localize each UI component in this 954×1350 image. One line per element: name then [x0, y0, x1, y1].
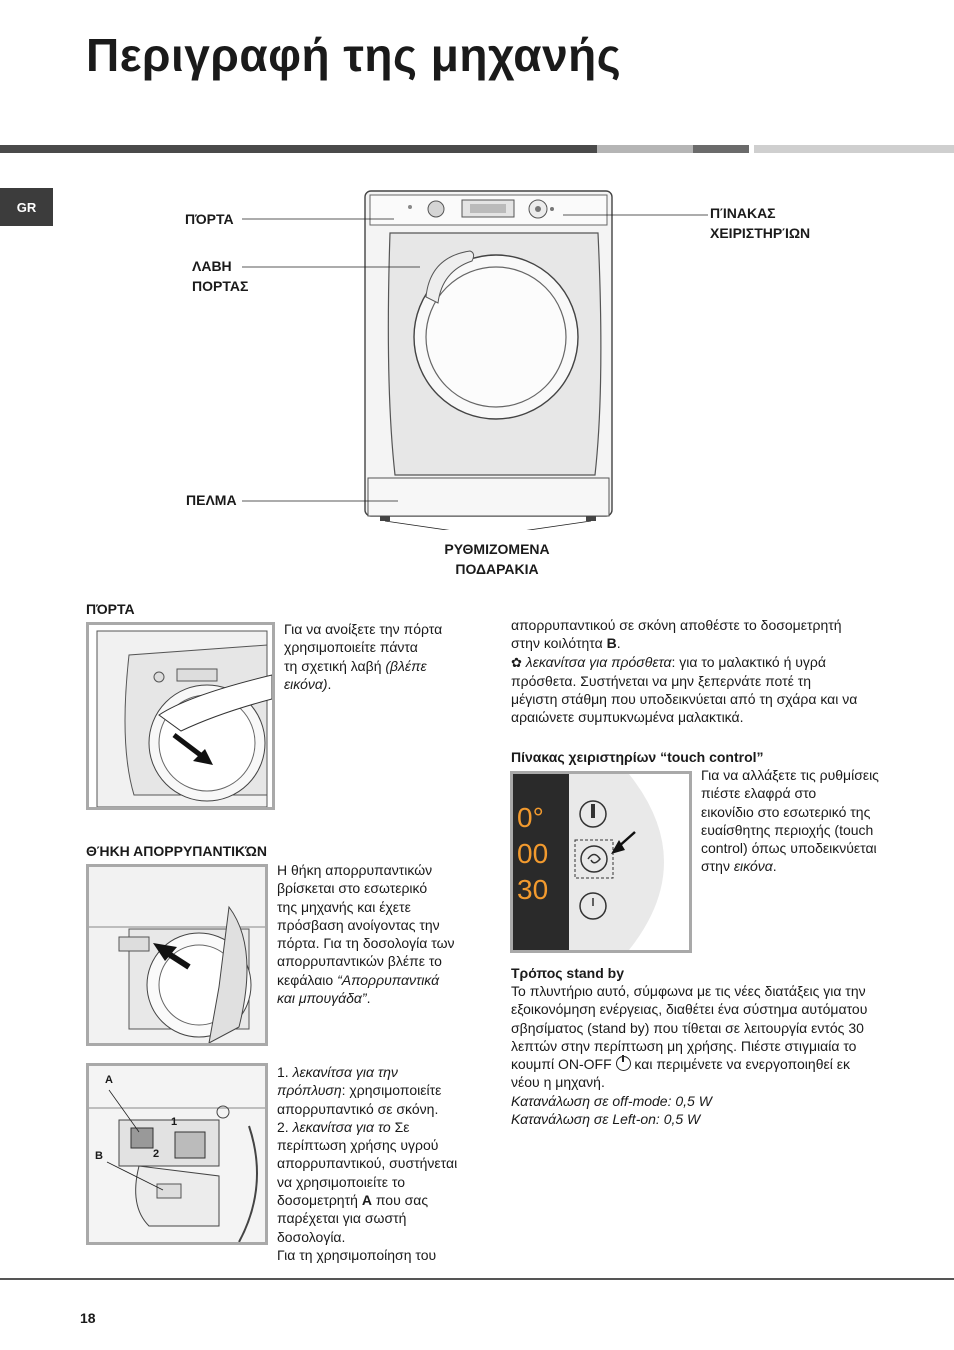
standby-heading: Τρόπος stand by: [511, 965, 624, 981]
touch-display-1: 0°: [517, 802, 544, 833]
standby-line6: νέου η μηχανή.: [511, 1074, 605, 1091]
standby-consumption-off: Κατανάλωση σε off-mode: 0,5 W: [511, 1092, 712, 1109]
drawer-text-line2: βρίσκεται στο εσωτερικό: [277, 880, 428, 897]
drawer-heading: ΘΉΚΗ ΑΠΟΡΡΥΠΑΝΤΙΚΏΝ: [86, 843, 268, 859]
label-plinth: ΠΕΛΜΑ: [186, 492, 237, 508]
label-handle: ΛΑΒΗ ΠΟΡΤΑΣ: [192, 256, 248, 296]
col2-line3: ✿ λεκανίτσα για πρόσθετα: για το μαλακτι…: [511, 653, 826, 670]
comp-line7: να χρησιμοποιείτε το: [277, 1173, 405, 1190]
drawer-text-line7: κεφάλαιο “Απορρυπαντικά: [277, 971, 440, 988]
fig-label-a: A: [105, 1074, 113, 1086]
header-bar-dark: [0, 145, 597, 153]
touch-display-panel: [513, 774, 573, 950]
standby-consumption-left: Κατανάλωση σε Left-on: 0,5 W: [511, 1111, 701, 1128]
touch-line6: στην εικόνα.: [701, 858, 777, 875]
label-handle-line1: ΛΑΒΗ: [192, 258, 232, 274]
comp-line1: 1. λεκανίτσα για την: [277, 1064, 398, 1080]
label-feet-line2: ΠΟΔΑΡΑΚΙΑ: [455, 561, 539, 577]
header-bar-light: [597, 145, 693, 153]
standby-line3: σβησίματος (stand by) που τίθεται σε λει…: [511, 1019, 864, 1036]
language-tab: GR: [0, 188, 53, 226]
door-illustration: [96, 630, 272, 807]
drawer-text-line5: πόρτα. Για τη δοσολογία των: [277, 935, 455, 952]
comp-line10: δοσολογία.: [277, 1228, 346, 1245]
touch-line1: Για να αλλάξετε τις ρυθμίσεις: [701, 767, 879, 783]
door-text-line2: χρησιμοποιείτε πάντα: [284, 639, 418, 656]
touch-line3: εικονίδιο στο εσωτερικό της: [701, 803, 871, 820]
fig-label-1: 1: [171, 1116, 178, 1128]
header-bar-end: [754, 145, 954, 153]
washing-machine-diagram: [242, 190, 708, 530]
touch-text: Για να αλλάξετε τις ρυθμίσεις πιέστε ελα…: [701, 766, 906, 876]
comp-line2: πρόπλυση: χρησιμοποιείτε: [277, 1082, 442, 1099]
comp-line11: Για τη χρησιμοποίηση του: [277, 1246, 437, 1263]
door-text: Για να ανοίξετε την πόρτα χρησιμοποιείτε…: [284, 620, 484, 693]
label-control-panel: ΠΊΝΑΚΑΣ ΧΕΙΡΙΣΤΗΡΊΩΝ: [710, 203, 810, 243]
door-figure: [86, 622, 275, 810]
standby-line5: κουμπί ON-OFF και περιμένετε να ενεργοπο…: [511, 1055, 850, 1073]
door-text-line4: εικόνα).: [284, 675, 332, 692]
drawer-text-line8: και μπουγάδα”.: [277, 990, 371, 1007]
comp-line5: περίπτωση χρήσης υγρού: [277, 1137, 439, 1154]
col2-line5: μέγιστη στάθμη που υποδεικνύεται από τη …: [511, 691, 858, 708]
standby-line2: εξοικονόμηση ενέργειας, διαθέτει ένα σύσ…: [511, 1001, 868, 1018]
col2-line1: απορρυπαντικού σε σκόνη αποθέστε το δοσο…: [511, 617, 842, 633]
door-heading: ΠΌΡΤΑ: [86, 601, 135, 617]
drawer-text: Η θήκη απορρυπαντικών βρίσκεται στο εσωτ…: [277, 861, 482, 1007]
comp-line8: δοσομετρητή A που σας: [277, 1192, 429, 1209]
label-panel-line2: ΧΕΙΡΙΣΤΗΡΊΩΝ: [710, 225, 811, 241]
header-bar-mid: [693, 145, 749, 153]
drawer-text-line6: απορρυπαντικών βλέπε το: [277, 953, 442, 970]
touch-line5: control) όπως υποδεικνύεται: [701, 840, 877, 857]
label-feet: ΡΥΘΜΙΖΟΜΕΝΑ ΠΟΔΑΡΑΚΙΑ: [438, 539, 556, 579]
fig-label-2: 2: [153, 1148, 160, 1160]
compartments-text-col1: 1. λεκανίτσα για την πρόπλυση: χρησιμοπο…: [277, 1063, 487, 1264]
drawer-figure: [86, 864, 268, 1046]
touch-line2: πιέστε ελαφρά στο: [701, 785, 817, 802]
touch-display-2: 00: [517, 838, 549, 869]
comp-line6: απορρυπαντικού, συστήνεται: [277, 1155, 458, 1172]
comp-line9: παρέχεται για σωστή: [277, 1210, 407, 1227]
page-number: 18: [80, 1310, 96, 1326]
label-feet-line1: ΡΥΘΜΙΖΟΜΕΝΑ: [444, 541, 550, 557]
col2-line6: αραιώνετε συμπυκνωμένα μαλακτικά.: [511, 709, 744, 726]
drawer-text-line4: πρόσβαση ανοίγοντας την: [277, 916, 440, 933]
drawer-illustration: [89, 867, 265, 1043]
compartments-figure: A B 1 2: [86, 1063, 268, 1245]
door-text-line3: τη σχετική λαβή (βλέπε: [284, 657, 427, 674]
touch-heading: Πίνακας χειριστηρίων “touch control”: [511, 749, 764, 765]
label-handle-line2: ΠΟΡΤΑΣ: [192, 278, 249, 294]
col2-line2: στην κοιλότητα B.: [511, 635, 621, 652]
footer-rule: [0, 1278, 954, 1280]
drawer-text-line1: Η θήκη απορρυπαντικών: [277, 862, 433, 878]
touch-icons: [569, 774, 664, 950]
page-title: Περιγραφή της μηχανής: [86, 29, 622, 81]
door-text-line1: Για να ανοίξετε την πόρτα: [284, 621, 443, 637]
touch-figure: 0° 00 30: [510, 771, 692, 953]
fig-label-b: B: [95, 1150, 103, 1162]
compartments-text-col2: απορρυπαντικού σε σκόνη αποθέστε το δοσο…: [511, 616, 911, 727]
standby-line4: λεπτών στην περίπτωση μη χρήσης. Πιέστε …: [511, 1037, 857, 1054]
flower-icon: ✿: [511, 654, 522, 670]
label-door: ΠΌΡΤΑ: [185, 211, 234, 227]
col2-line4: πρόσθετα. Συστήνεται να μην ξεπερνάτε πο…: [511, 672, 812, 689]
comp-line4: 2. λεκανίτσα για το Σε: [277, 1118, 410, 1135]
drawer-text-line3: της μηχανής και έχετε: [277, 898, 411, 915]
touch-line4: ευαίσθητης περιοχής (touch: [701, 821, 874, 838]
compartments-illustration: [89, 1066, 265, 1242]
standby-line1: Το πλυντήριο αυτό, σύμφωνα με τις νέες δ…: [511, 983, 866, 999]
comp-line3: απορρυπαντικό σε σκόνη.: [277, 1100, 439, 1117]
standby-text: Το πλυντήριο αυτό, σύμφωνα με τις νέες δ…: [511, 982, 911, 1128]
label-panel-line1: ΠΊΝΑΚΑΣ: [710, 205, 776, 221]
power-icon: [615, 1055, 631, 1072]
touch-display-3: 30: [517, 874, 549, 905]
